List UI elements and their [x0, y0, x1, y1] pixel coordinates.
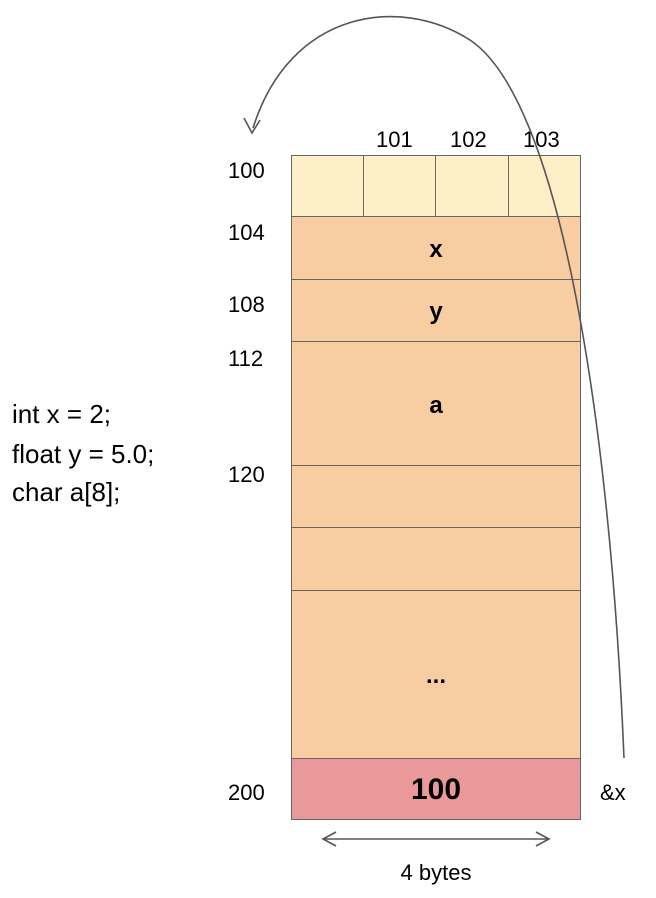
row-address-108: 108 [228, 292, 265, 317]
row-address-112: 112 [228, 346, 264, 371]
byte-address-103: 103 [523, 127, 560, 152]
code-line-3: char a[8]; [12, 477, 121, 507]
byte-cell-102 [435, 155, 509, 217]
width-label: 4 bytes [400, 860, 472, 885]
code-line-2: float y = 5.0; [12, 439, 155, 469]
row-address-100: 100 [228, 158, 265, 183]
label-y: y [429, 298, 443, 325]
width-arrow-left-head-icon [321, 831, 337, 847]
pointer-arrowhead-icon [243, 117, 261, 135]
byte-cell-100 [291, 155, 364, 217]
memory-row-ellipsis [291, 590, 581, 759]
memory-row-y [291, 279, 581, 342]
label-pointer-value: 100 [410, 773, 462, 806]
byte-address-101: 101 [376, 127, 413, 152]
memory-row-a [291, 341, 581, 466]
memory-row-pointer [291, 758, 581, 820]
row-address-200: 200 [228, 780, 265, 805]
row-address-104: 104 [228, 220, 265, 245]
label-ellipsis: ... [425, 662, 446, 689]
byte-cell-103 [508, 155, 581, 217]
byte-address-102: 102 [450, 127, 487, 152]
code-line-1: int x = 2; [12, 399, 111, 429]
label-x: x [429, 236, 443, 263]
label-a: a [429, 392, 443, 419]
byte-cell-101 [363, 155, 436, 217]
pointer-label: &x [600, 780, 626, 805]
memory-row-x [291, 216, 581, 280]
width-arrow-right-head-icon [535, 831, 551, 847]
pointer-arrow-icon [252, 15, 625, 759]
row-address-120: 120 [228, 462, 265, 487]
